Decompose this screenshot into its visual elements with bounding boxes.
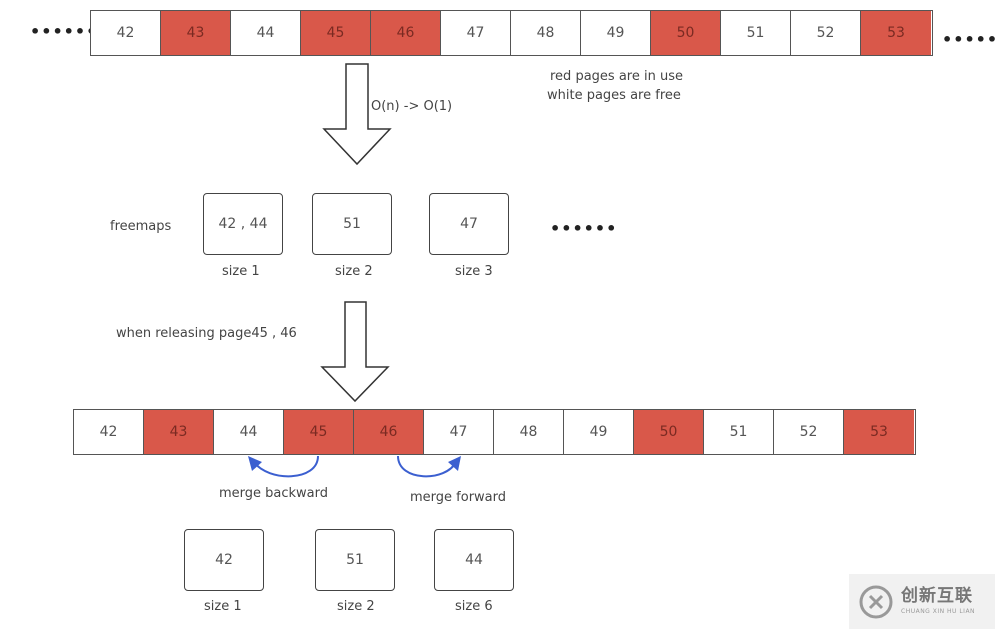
bottom-row-page-44: 44 [214,410,284,454]
result-size-6-label: size 6 [455,599,493,614]
leading-ellipsis: •••••• [30,22,98,41]
result-box-size-1: 42 [184,529,264,591]
watermark-logo-icon [859,585,893,618]
freemap-box-size-3: 47 [429,193,509,255]
release-label: when releasing page45 , 46 [116,326,297,341]
complexity-label: O(n) -> O(1) [371,99,453,114]
top-row-page-53: 53 [861,11,931,55]
merge-forward-label: merge forward [410,490,507,505]
bottom-row-page-53: 53 [844,410,914,454]
down-arrow-1 [322,63,392,166]
freemap-size-1-label: size 1 [222,264,260,279]
merge-forward-arrowhead [448,456,461,471]
freemap-box-size-1: 42 , 44 [203,193,283,255]
bottom-row-page-48: 48 [494,410,564,454]
trailing-ellipsis: •••••• [942,30,995,49]
result-size-2-label: size 2 [337,599,375,614]
freemap-box-size-2: 51 [312,193,392,255]
top-row-page-42: 42 [91,11,161,55]
top-row-page-48: 48 [511,11,581,55]
top-row-page-46: 46 [371,11,441,55]
top-row-page-49: 49 [581,11,651,55]
bottom-row-page-47: 47 [424,410,494,454]
watermark-text: 创新互联 [901,586,973,606]
freemaps-label: freemaps [110,219,172,234]
freemap-size-2-label: size 2 [335,264,373,279]
merge-backward-label: merge backward [219,486,329,501]
freemaps-ellipsis: •••••• [550,219,618,238]
merge-forward-arrow [397,455,457,478]
bottom-row-page-52: 52 [774,410,844,454]
bottom-row-page-42: 42 [74,410,144,454]
result-box-size-6: 44 [434,529,514,591]
top-row-page-51: 51 [721,11,791,55]
bottom-row-page-43: 43 [144,410,214,454]
top-row-page-45: 45 [301,11,371,55]
top-row-page-43: 43 [161,11,231,55]
merge-backward-arrow [253,455,319,478]
merge-backward-arrowhead [248,456,262,471]
watermark-subtext: CHUANG XIN HU LIAN [901,608,976,615]
bottom-row-page-50: 50 [634,410,704,454]
bottom-row-page-45: 45 [284,410,354,454]
bottom-row-page-51: 51 [704,410,774,454]
top-row-page-50: 50 [651,11,721,55]
legend-free: white pages are free [547,88,681,103]
result-size-1-label: size 1 [204,599,242,614]
legend-used: red pages are in use [550,69,683,84]
freemap-size-3-label: size 3 [455,264,493,279]
bottom-row-page-49: 49 [564,410,634,454]
top-row-page-44: 44 [231,11,301,55]
bottom-row-page-46: 46 [354,410,424,454]
down-arrow-2 [320,301,390,403]
top-row-page-47: 47 [441,11,511,55]
watermark: 创新互联 CHUANG XIN HU LIAN [849,574,995,629]
top-row-page-52: 52 [791,11,861,55]
result-box-size-2: 51 [315,529,395,591]
